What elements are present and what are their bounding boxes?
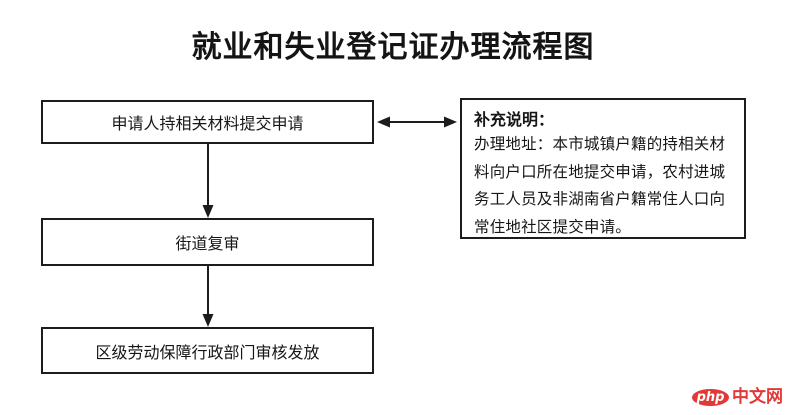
note-heading: 补充说明：: [474, 110, 555, 129]
flow-step-submit-application-label: 申请人持相关材料提交申请: [111, 114, 304, 133]
supplementary-note-box: 补充说明： 办理地址：本市城镇户籍的持相关材料向户口所在地提交申请，农村进城务工…: [460, 98, 746, 239]
php-logo-icon: php: [692, 389, 729, 406]
note-body: 办理地址：本市城镇户籍的持相关材料向户口所在地提交申请，农村进城务工人员及非湖南…: [474, 135, 726, 236]
watermark-site-name: 中文网: [732, 387, 783, 407]
flow-step-district-issue-label: 区级劳动保障行政部门审核发放: [95, 342, 320, 362]
page-title: 就业和失业登记证办理流程图: [191, 30, 595, 65]
arrow-submit-to-review-icon: [202, 144, 214, 218]
watermark-php-chinese-net: php 中文网: [692, 389, 783, 406]
double-arrow-submit-note-icon: [377, 116, 457, 128]
flow-step-submit-application: 申请人持相关材料提交申请: [41, 100, 374, 144]
flow-step-district-issue: 区级劳动保障行政部门审核发放: [41, 327, 374, 374]
flow-step-street-review: 街道复审: [41, 218, 374, 266]
flow-step-street-review-label: 街道复审: [175, 234, 240, 253]
arrow-review-to-issue-icon: [202, 266, 214, 327]
